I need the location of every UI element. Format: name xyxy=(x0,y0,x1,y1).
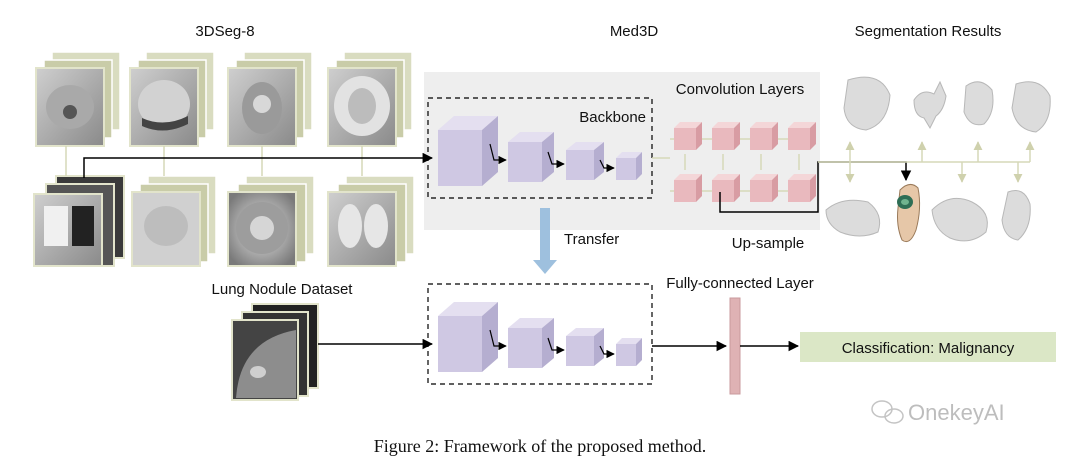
med3d-label: Med3D xyxy=(610,23,659,40)
segmentation-connectors xyxy=(818,141,1035,183)
scan-stack-5 xyxy=(33,175,125,267)
up-sample-path xyxy=(719,161,912,213)
scan-stack-8 xyxy=(327,175,415,267)
conv-cube-r2-c3 xyxy=(750,174,778,202)
segmentation-results-label: Segmentation Results xyxy=(855,23,1002,40)
classification-label: Classification: Malignancy xyxy=(842,340,1015,357)
scan-stack-4 xyxy=(327,51,413,147)
conv-cube-r1-c4 xyxy=(788,122,816,150)
segmentation-organs-top xyxy=(843,76,1051,133)
wechat-icon xyxy=(871,400,904,424)
lung-scan-stack xyxy=(231,303,319,401)
scan-stack-3 xyxy=(227,51,313,147)
segmentation-organs-bottom xyxy=(825,190,1031,242)
transfer-label: Transfer xyxy=(564,231,619,248)
conv-cube-r1-c3 xyxy=(750,122,778,150)
conv-layer-grid xyxy=(670,122,816,202)
backbone-blocks-bottom xyxy=(438,302,642,372)
transfer-arrow xyxy=(533,208,557,274)
segmentation-organ-highlight xyxy=(897,184,921,243)
scan-stack-2 xyxy=(129,51,215,147)
backbone-box xyxy=(427,97,653,199)
conv-cube-r2-c2 xyxy=(712,174,740,202)
scan-stack-7 xyxy=(227,175,315,267)
conv-cube-r2-c4 xyxy=(788,174,816,202)
fully-connected-layer-label: Fully-connected Layer xyxy=(666,275,814,292)
dataset-3dseg8-label: 3DSeg-8 xyxy=(195,23,254,40)
conv-cube-r1-c1 xyxy=(674,122,702,150)
figure-caption: Figure 2: Framework of the proposed meth… xyxy=(374,436,706,456)
conv-cube-r1-c2 xyxy=(712,122,740,150)
lung-nodule-dataset-label: Lung Nodule Dataset xyxy=(212,281,354,298)
fc-layer-bar xyxy=(729,297,741,395)
classification-box xyxy=(800,332,1056,362)
up-sample-label: Up-sample xyxy=(732,235,805,252)
input-arrow xyxy=(83,152,434,178)
watermark: OnekeyAI xyxy=(871,400,1005,425)
convolution-layers-label: Convolution Layers xyxy=(676,81,804,98)
scan-stack-1 xyxy=(35,51,121,147)
watermark-text: OnekeyAI xyxy=(908,400,1005,425)
backbone-blocks-top xyxy=(438,116,642,186)
dataset-connectors xyxy=(65,146,363,176)
scan-stack-6 xyxy=(131,175,217,267)
backbone-label: Backbone xyxy=(579,109,646,126)
conv-cube-r2-c1 xyxy=(674,174,702,202)
backbone-box-transfer xyxy=(427,283,653,385)
